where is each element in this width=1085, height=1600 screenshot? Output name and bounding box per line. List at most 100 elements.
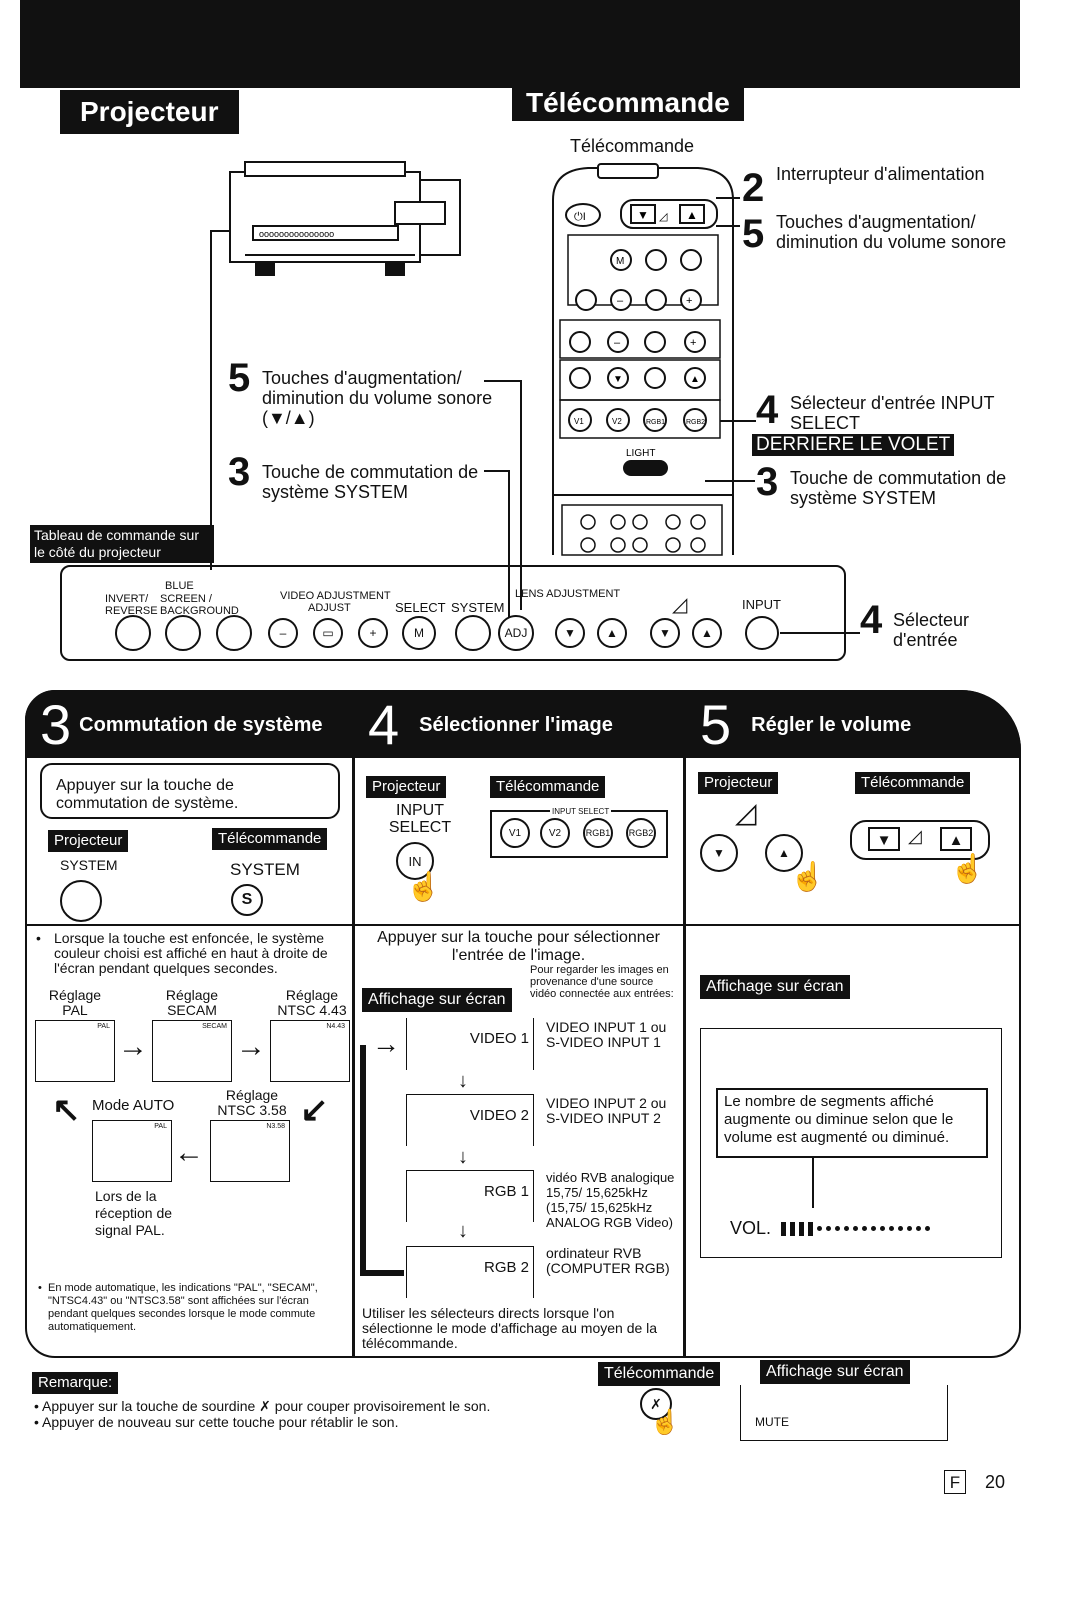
- system-button[interactable]: [60, 880, 102, 922]
- callout-num: 3: [228, 450, 251, 494]
- bullet-text: • Lorsque la touche est enfoncée, le sys…: [36, 930, 328, 976]
- section4-footer: Utiliser les sélecteurs directs lorsque …: [362, 1305, 658, 1351]
- projector-tag: Projecteur: [48, 830, 129, 852]
- vol-down-button[interactable]: ▼: [700, 834, 738, 872]
- hand-pointer-icon: ☝: [406, 871, 441, 902]
- remote-caption: Télécommande: [570, 136, 695, 156]
- system-label: SYSTEM: [60, 857, 118, 873]
- arrow-left-icon: ←: [174, 1136, 204, 1169]
- rgb2-key[interactable]: RGB2: [626, 818, 656, 848]
- mute-button[interactable]: ✗: [640, 1388, 672, 1420]
- volume-segment-filled: [808, 1221, 814, 1236]
- volume-icon: ◿: [735, 797, 757, 828]
- vol-up-button[interactable]: ▲: [692, 618, 722, 648]
- vol-down-button[interactable]: ▼: [650, 618, 680, 648]
- svg-text:▼: ▼: [613, 374, 623, 385]
- blue-screen-button[interactable]: [165, 615, 201, 651]
- remote-illustration: ⏻I ▼ ▲ ◿ M – + – + ▼ ▲ V1: [548, 160, 738, 560]
- svg-text:–: –: [617, 295, 624, 307]
- volume-segment-empty: [880, 1226, 886, 1231]
- s-key[interactable]: S: [231, 884, 263, 916]
- v2-key[interactable]: V2: [540, 818, 570, 848]
- volume-segment-empty: [862, 1226, 868, 1231]
- minus-button[interactable]: –: [268, 618, 298, 648]
- panel-label-select: SELECT: [395, 600, 446, 615]
- section-title: Sélectionner l'image: [419, 713, 613, 736]
- arrow-down-left-icon: ↙: [300, 1091, 329, 1129]
- input-select-label: INPUT SELECT: [388, 802, 452, 836]
- callout-text: Sélecteur d'entrée: [893, 610, 970, 650]
- instruction-box: Appuyer sur la touche de commutation de …: [40, 763, 340, 819]
- sections-header-bar: [25, 690, 1021, 758]
- volume-icon: ◿: [908, 826, 922, 846]
- remote-title: Télécommande: [512, 85, 744, 121]
- remote-tag: Télécommande: [855, 772, 971, 794]
- screen-tag: Affichage sur écran: [760, 1360, 910, 1384]
- volume-segment-filled: [790, 1221, 796, 1236]
- invert-button[interactable]: [115, 615, 151, 651]
- input-button[interactable]: [745, 616, 779, 650]
- section-number: 5: [700, 693, 732, 756]
- adjust-button[interactable]: ▭: [313, 618, 343, 648]
- language-badge: F: [944, 1470, 966, 1494]
- arrow-down-icon: ↓: [458, 1146, 468, 1168]
- volume-icon: ◿: [672, 594, 688, 616]
- panel-label-adjust: ADJUST: [308, 602, 351, 614]
- setting-label: Réglage SECAM: [165, 987, 219, 1018]
- volume-segments: [781, 1221, 931, 1236]
- input-screen-rgb1: RGB 1: [406, 1170, 534, 1222]
- volume-segment-empty: [925, 1226, 931, 1231]
- lens-down-button[interactable]: ▼: [555, 618, 585, 648]
- volume-segment-empty: [835, 1226, 841, 1231]
- svg-text:▼: ▼: [637, 208, 649, 222]
- volume-segment-empty: [916, 1226, 922, 1231]
- volume-bar: VOL.: [730, 1218, 931, 1239]
- input-screen-rgb2: RGB 2: [406, 1246, 534, 1298]
- remote-tag: Télécommande: [598, 1362, 721, 1386]
- callout-num: 5: [228, 356, 251, 400]
- remark-line: • Appuyer sur la touche de sourdine ✗ po…: [34, 1398, 491, 1430]
- m-button[interactable]: M: [402, 616, 436, 650]
- section-title: Commutation de système: [79, 713, 323, 736]
- setting-label: Réglage NTSC 4.43: [277, 987, 347, 1018]
- panel-label-screen: SCREEN / BACKGROUND: [160, 593, 239, 617]
- volume-segment-empty: [898, 1226, 904, 1231]
- vol-up-button[interactable]: ▲: [765, 834, 803, 872]
- screen-ntsc443: N4.43: [270, 1020, 350, 1082]
- adj-button[interactable]: ADJ: [498, 615, 534, 651]
- section-header: 4 Sélectionner l'image: [368, 695, 613, 755]
- lens-up-button[interactable]: ▲: [597, 618, 627, 648]
- setting-label: Réglage PAL: [48, 987, 102, 1018]
- bracket-arrow-icon: →: [372, 1028, 400, 1059]
- select-ring[interactable]: [216, 615, 252, 651]
- svg-text:◿: ◿: [659, 211, 668, 223]
- volume-label: VOL.: [730, 1218, 772, 1238]
- v1-key[interactable]: V1: [500, 818, 530, 848]
- page-number: 20: [985, 1472, 1006, 1492]
- callout-text: Touche de commutation de système SYSTEM: [790, 468, 1007, 508]
- bracket-line: [360, 1045, 366, 1275]
- arrow-right-icon: →: [118, 1030, 148, 1063]
- top-banner: [20, 0, 1020, 88]
- callout-text: Touches d'augmentation/ diminution du vo…: [262, 368, 493, 428]
- system-button[interactable]: [455, 615, 491, 651]
- remote-vol-up-key[interactable]: ▲: [940, 827, 972, 851]
- volume-segment-empty: [907, 1226, 913, 1231]
- remote-vol-down-key[interactable]: ▼: [868, 827, 900, 851]
- projector-title: Projecteur: [60, 90, 239, 134]
- volume-segment-empty: [871, 1226, 877, 1231]
- svg-text:⏻I: ⏻I: [574, 211, 586, 223]
- rgb1-key[interactable]: RGB1: [583, 818, 613, 848]
- section-title: Régler le volume: [751, 713, 912, 736]
- volume-segment-filled: [799, 1221, 805, 1236]
- plus-button[interactable]: +: [358, 618, 388, 648]
- svg-text:ooooooooooooooo: ooooooooooooooo: [259, 229, 334, 239]
- projector-tag: Projecteur: [698, 772, 779, 794]
- in-button[interactable]: IN: [396, 842, 434, 880]
- volume-info-text: Le nombre de segments affiché augmente o…: [724, 1093, 954, 1146]
- input-desc: VIDEO INPUT 1 ou S-VIDEO INPUT 1: [546, 1019, 667, 1050]
- svg-text:▲: ▲: [686, 208, 698, 222]
- input-screen-video2: VIDEO 2: [406, 1094, 534, 1146]
- callout-text: Touches d'augmentation/ diminution du vo…: [776, 212, 1007, 252]
- volume-info-box: Le nombre de segments affiché augmente o…: [716, 1088, 988, 1158]
